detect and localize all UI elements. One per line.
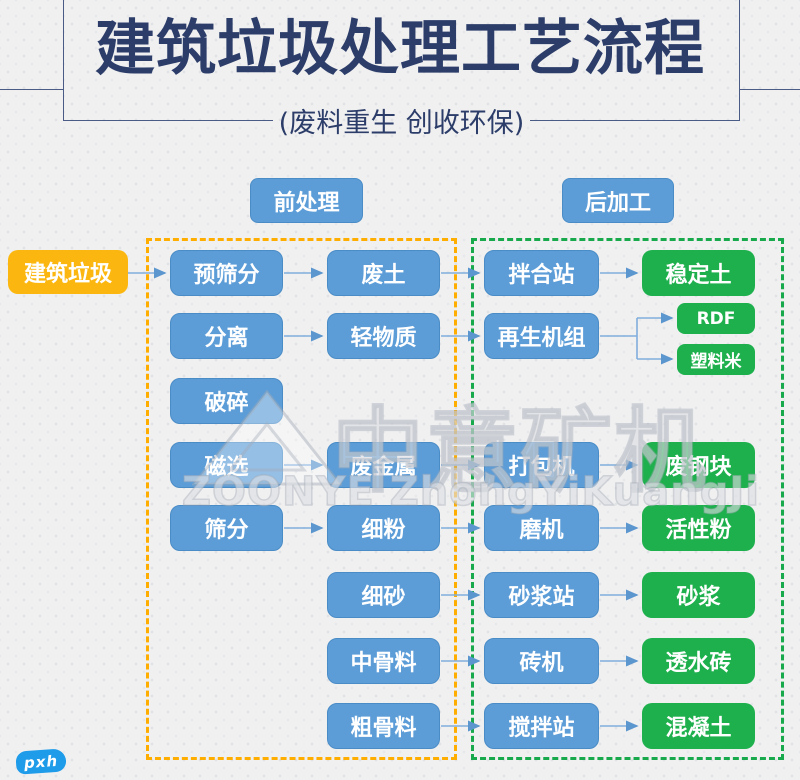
- node-waste-soil: 废土: [327, 250, 440, 296]
- section-label-pretreatment: 前处理: [250, 178, 363, 223]
- node-mortar: 砂浆: [642, 572, 755, 618]
- node-mill: 磨机: [484, 505, 599, 551]
- node-coarse-aggregate: 粗骨料: [327, 703, 440, 749]
- node-stabilized-soil: 稳定土: [642, 250, 755, 296]
- node-mortar-station: 砂浆站: [484, 572, 599, 618]
- pretreatment-dashed-frame: [146, 238, 457, 760]
- subtitle-rule-left: [63, 119, 273, 121]
- section-label-postprocessing: 后加工: [562, 178, 674, 223]
- header-frame-line: [63, 0, 64, 120]
- node-scrap-metal: 废金属: [327, 442, 440, 488]
- postprocessing-dashed-frame: [471, 238, 784, 760]
- node-rdf: RDF: [677, 303, 755, 334]
- node-concrete-mixing-station: 搅拌站: [484, 703, 599, 749]
- node-separation: 分离: [170, 313, 283, 359]
- node-medium-aggregate: 中骨料: [327, 638, 440, 684]
- node-permeable-brick: 透水砖: [642, 638, 755, 684]
- node-brick-machine: 砖机: [484, 638, 599, 684]
- node-regeneration-unit: 再生机组: [484, 313, 599, 359]
- node-crushing: 破碎: [170, 378, 283, 424]
- header-frame-line: [739, 0, 740, 120]
- node-pre-screening: 预筛分: [170, 250, 283, 296]
- node-screening: 筛分: [170, 505, 283, 551]
- node-plastic-pellets: 塑料米: [677, 344, 755, 375]
- node-concrete: 混凝土: [642, 703, 755, 749]
- node-light-material: 轻物质: [327, 313, 440, 359]
- node-construction-waste: 建筑垃圾: [8, 250, 128, 294]
- node-fine-powder: 细粉: [327, 505, 440, 551]
- node-mixing-plant: 拌合站: [484, 250, 599, 296]
- node-active-powder: 活性粉: [642, 505, 755, 551]
- subtitle-row: (废料重生 创收环保): [63, 102, 740, 139]
- node-magnetic-separation: 磁选: [170, 442, 283, 488]
- node-baler: 打包机: [484, 442, 599, 488]
- page-title: 建筑垃圾处理工艺流程: [95, 14, 705, 84]
- page-subtitle: (废料重生 创收环保): [278, 107, 525, 139]
- header-frame-line: [740, 89, 800, 90]
- subtitle-rule-right: [530, 119, 740, 121]
- header-frame-line: [0, 89, 63, 90]
- pxh-badge: pxh: [15, 748, 67, 775]
- node-scrap-steel-block: 废钢块: [642, 442, 755, 488]
- node-fine-sand: 细砂: [327, 572, 440, 618]
